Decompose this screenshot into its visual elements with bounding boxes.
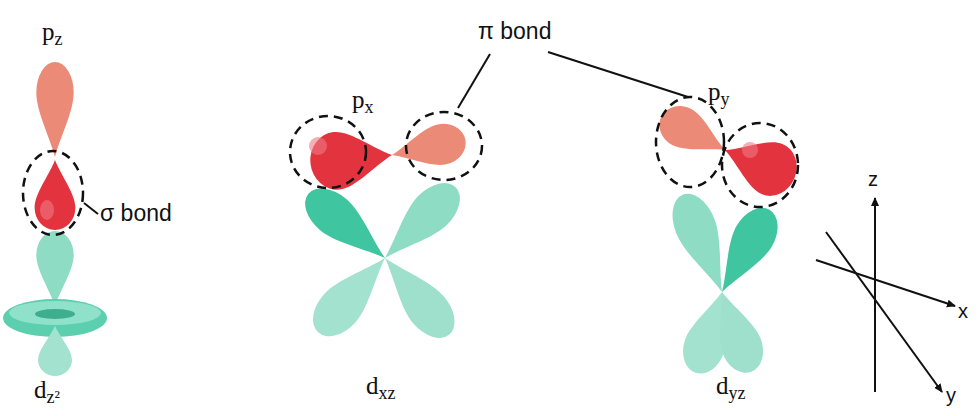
orbital-label: dyz bbox=[716, 372, 746, 401]
orbital-label: pz bbox=[42, 18, 63, 47]
axis-label: z bbox=[868, 168, 878, 191]
axis-label: x bbox=[958, 300, 968, 323]
orbital-label: dz² bbox=[34, 376, 60, 405]
axis-label: y bbox=[946, 384, 956, 407]
dz2-orbital bbox=[3, 231, 107, 376]
bond-label: σ bond bbox=[100, 200, 172, 226]
bond-label: π bond bbox=[478, 18, 551, 44]
pz-orbital bbox=[35, 62, 76, 230]
orbital-label: dxz bbox=[366, 372, 396, 401]
pi-outline bbox=[656, 97, 724, 187]
leader-line bbox=[458, 54, 490, 108]
px-orbital bbox=[307, 119, 469, 192]
dxz-orbital bbox=[295, 173, 470, 348]
py-orbital bbox=[652, 98, 805, 203]
leader-line bbox=[84, 203, 98, 214]
pi-outline bbox=[290, 116, 366, 188]
leader-line bbox=[548, 52, 688, 97]
pi-outline bbox=[406, 112, 482, 180]
pi-outline bbox=[722, 123, 798, 207]
axes bbox=[816, 198, 955, 392]
orbital-label: py bbox=[708, 78, 730, 107]
sigma-outline bbox=[23, 151, 83, 235]
orbital-label: px bbox=[352, 86, 374, 115]
dyz-orbital bbox=[664, 187, 787, 379]
